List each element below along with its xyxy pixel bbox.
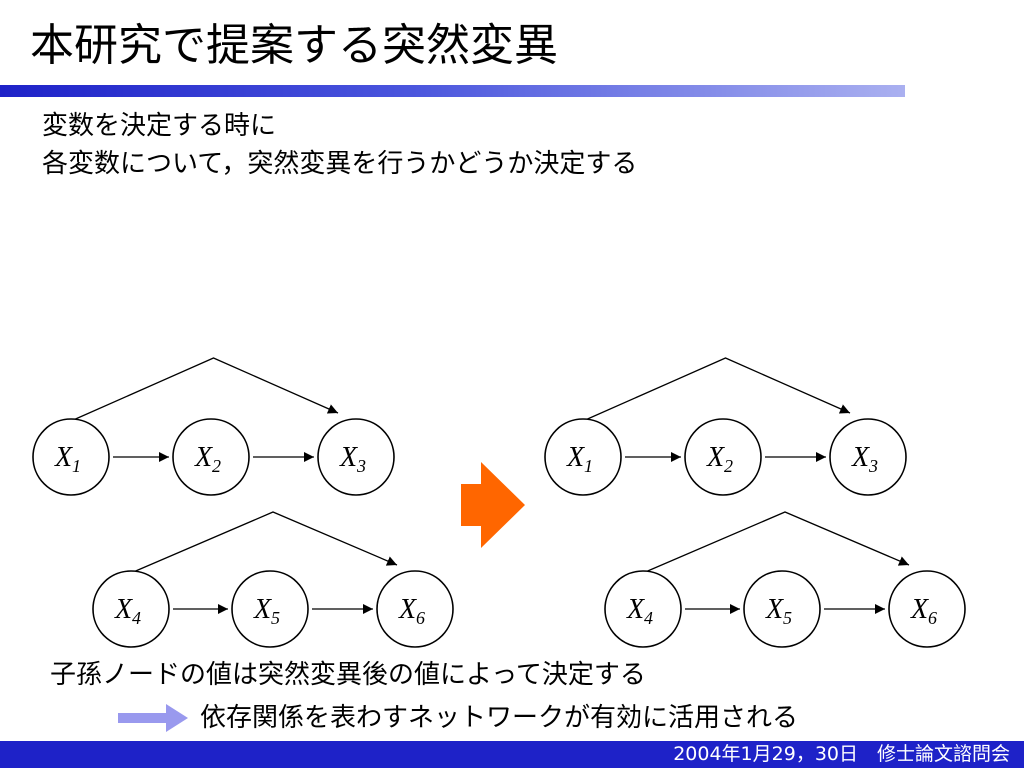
note-descendant-values: 子孫ノードの値は突然変異後の値によって決定する [50,660,646,690]
body-text: 変数を決定する時に 各変数について，突然変異を行うかどうか決定する [42,107,637,183]
node-circle [376,570,454,648]
node-circle [829,418,907,496]
node-circle [888,570,966,648]
node-label: X5 [253,594,280,628]
network-node: X6 [376,570,454,648]
edge-arrow [582,357,851,422]
node-circle [92,570,170,648]
edge-arrow [70,357,339,422]
node-circle [231,570,309,648]
node-label: X1 [566,442,593,476]
node-label: X4 [626,594,653,628]
node-circle [32,418,110,496]
body-line: 変数を決定する時に [42,111,277,141]
network-node: X2 [172,418,250,496]
note-network-usage: 依存関係を表わすネットワークが有効に活用される [200,703,799,733]
node-label: X4 [114,594,141,628]
node-label: X2 [194,442,221,476]
node-circle [604,570,682,648]
right-arrow-icon [461,462,525,548]
node-label: X3 [851,442,878,476]
network-node: X6 [888,570,966,648]
node-circle [172,418,250,496]
network-node: X3 [829,418,907,496]
body-line: 各変数について，突然変異を行うかどうか決定する [42,149,638,179]
node-label: X1 [54,442,81,476]
network-node: X2 [684,418,762,496]
network-node: X5 [231,570,309,648]
node-label: X6 [910,594,937,628]
edge-arrow [130,511,398,574]
title-underline-bar [0,85,905,97]
node-label: X3 [339,442,366,476]
node-circle [684,418,762,496]
footer-text: 2004年1月29，30日 修士論文諮問会 [673,743,1010,765]
node-circle [743,570,821,648]
network-node: X3 [317,418,395,496]
network-node: X1 [544,418,622,496]
node-circle [544,418,622,496]
slide-title: 本研究で提案する突然変異 [30,20,558,71]
edge-arrow [642,511,910,574]
network-node: X1 [32,418,110,496]
network-node: X4 [604,570,682,648]
network-node: X4 [92,570,170,648]
arrow-right-icon [118,704,188,732]
node-label: X2 [706,442,733,476]
node-label: X5 [765,594,792,628]
node-label: X6 [398,594,425,628]
footer-bar: 2004年1月29，30日 修士論文諮問会 [0,741,1024,768]
node-circle [317,418,395,496]
network-node: X5 [743,570,821,648]
